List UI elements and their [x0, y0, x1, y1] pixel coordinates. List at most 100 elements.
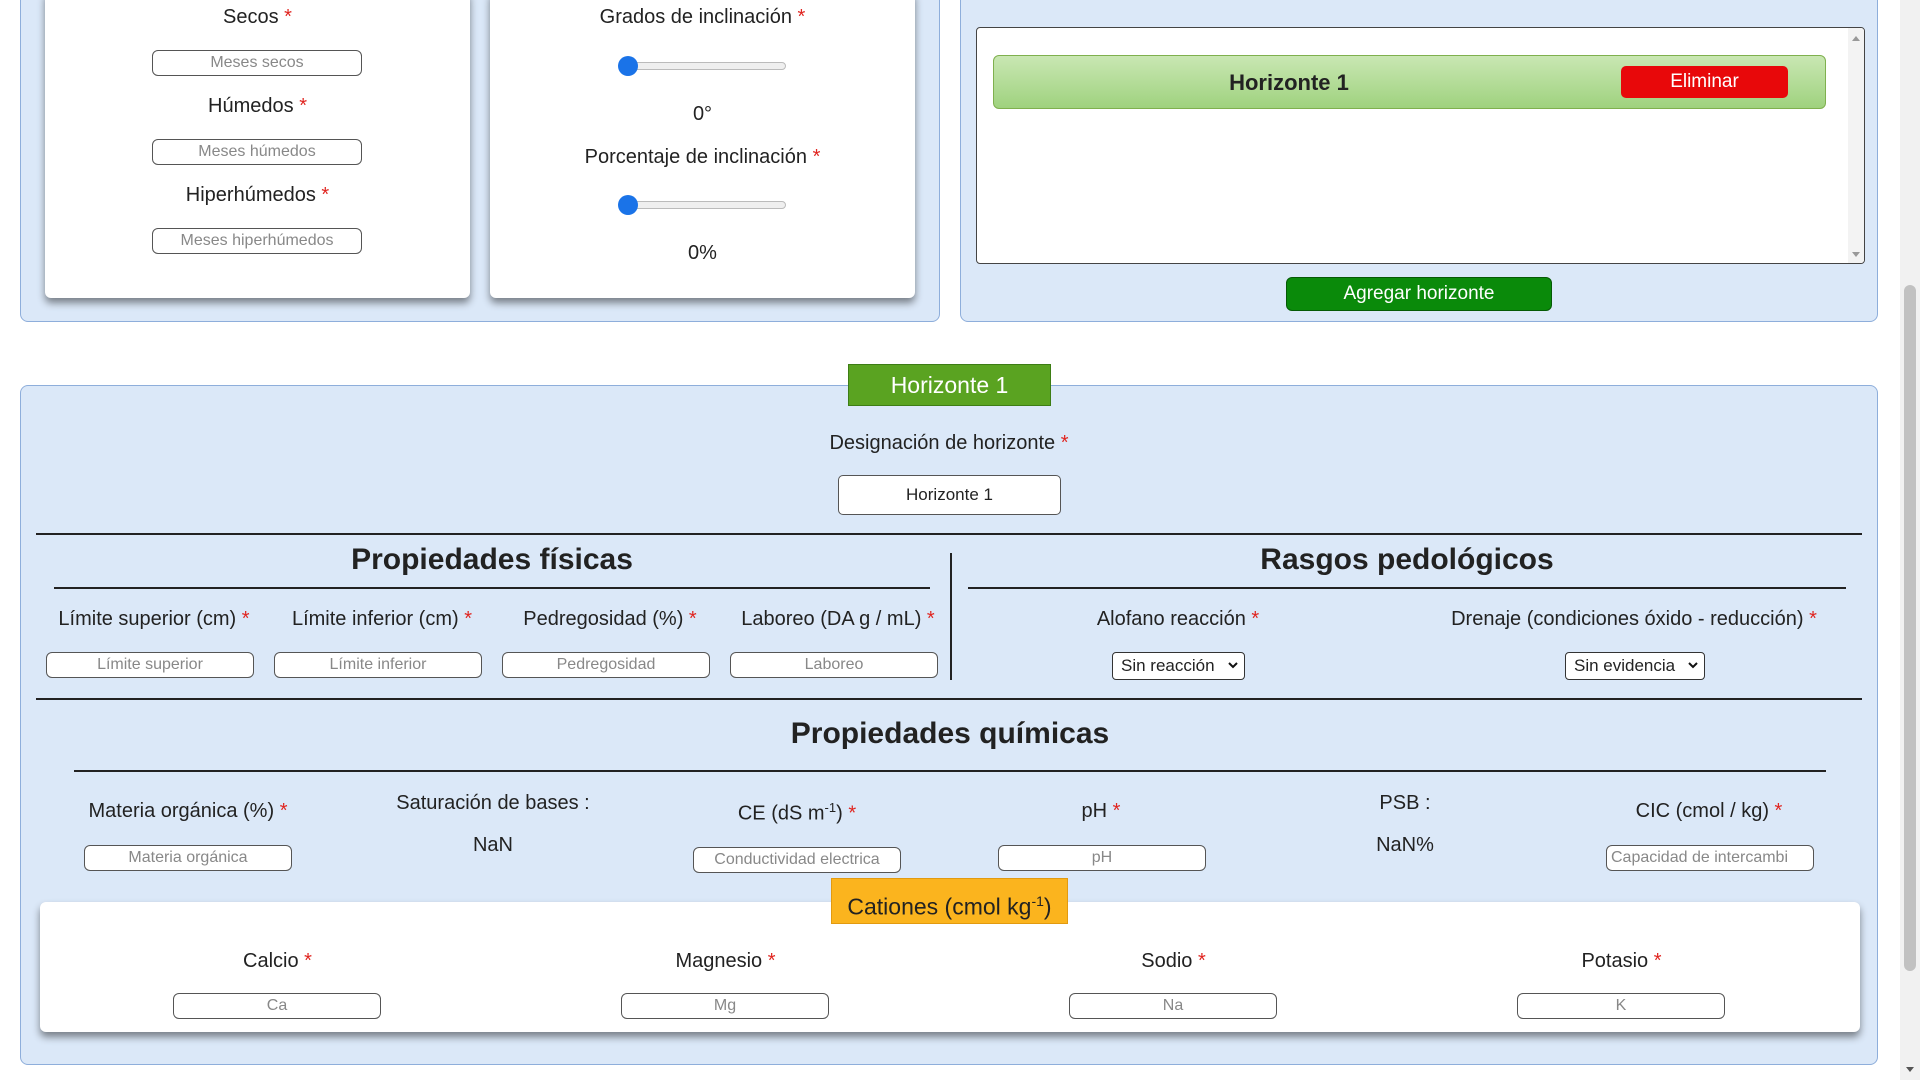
ph-label: pH * — [970, 800, 1232, 823]
sodio-input[interactable] — [1069, 993, 1277, 1019]
humedos-label-text: Húmedos — [208, 95, 294, 117]
cations-title-text: Cationes (cmol kg — [847, 893, 1032, 920]
horizons-list[interactable]: Horizonte 1 Eliminar — [976, 27, 1865, 264]
grados-slider[interactable] — [618, 53, 786, 79]
horizon-item-name: Horizonte 1 — [1229, 70, 1349, 95]
limite-superior-label-text: Límite superior (cm) — [58, 608, 237, 630]
porcentaje-value: 0% — [688, 242, 717, 264]
chevron-down-icon — [1688, 662, 1698, 669]
laboreo-label: Laboreo (DA g / mL) * — [724, 608, 952, 631]
secos-label-text: Secos — [223, 6, 279, 28]
required-mark: * — [241, 608, 250, 630]
physical-title: Propiedades físicas — [351, 543, 633, 576]
horizon-tab-title: Horizonte 1 — [848, 364, 1051, 406]
required-mark: * — [926, 608, 935, 630]
divider — [36, 533, 1862, 535]
sodio-label-text: Sodio — [1141, 950, 1193, 972]
alofano-label-text: Alofano reacción — [1096, 608, 1246, 630]
slider-track — [624, 201, 786, 209]
required-mark: * — [464, 608, 473, 630]
chevron-down-icon — [1228, 662, 1238, 669]
required-mark: * — [321, 184, 330, 206]
porcentaje-slider[interactable] — [618, 192, 786, 218]
calcio-label-text: Calcio — [243, 950, 299, 972]
alofano-select[interactable]: Sin reacción — [1112, 652, 1245, 680]
cic-input[interactable] — [1606, 845, 1814, 871]
vertical-divider — [950, 553, 952, 680]
scroll-down-icon[interactable] — [1848, 247, 1864, 261]
calcio-input[interactable] — [173, 993, 381, 1019]
humedos-label: Húmedos * — [45, 95, 470, 118]
designation-input[interactable] — [838, 475, 1061, 515]
ph-label-text: pH — [1081, 800, 1108, 822]
hiperhumedos-label: Hiperhúmedos * — [45, 184, 470, 207]
slope-card — [490, 0, 915, 298]
drenaje-select-value: Sin evidencia — [1574, 656, 1676, 675]
divider — [36, 698, 1862, 700]
required-mark: * — [1251, 608, 1260, 630]
potasio-input[interactable] — [1517, 993, 1725, 1019]
limite-inferior-label-text: Límite inferior (cm) — [291, 608, 459, 630]
secos-input[interactable] — [152, 50, 362, 76]
required-mark: * — [299, 95, 307, 117]
page-scrollbar[interactable] — [1900, 0, 1920, 1080]
ce-input[interactable] — [693, 847, 901, 873]
scrollbar[interactable] — [1848, 28, 1864, 263]
pedologic-underline — [968, 587, 1846, 589]
cations-title: Cationes (cmol kg-1) — [831, 878, 1068, 924]
pedregosidad-label: Pedregosidad (%) * — [496, 608, 724, 631]
laboreo-input[interactable] — [730, 652, 938, 678]
alofano-label: Alofano reacción * — [968, 608, 1388, 631]
ce-label-text: CE (dS m — [737, 802, 825, 825]
required-mark: * — [1809, 608, 1817, 630]
required-mark: * — [284, 6, 292, 28]
pedregosidad-input[interactable] — [502, 652, 710, 678]
potasio-label: Potasio * — [1384, 950, 1859, 973]
materia-label-text: Materia orgánica (%) — [88, 800, 275, 822]
required-mark: * — [304, 950, 312, 972]
calcio-label: Calcio * — [40, 950, 515, 973]
slider-thumb[interactable] — [618, 195, 638, 215]
delete-button[interactable]: Eliminar — [1621, 66, 1788, 98]
alofano-select-value: Sin reacción — [1121, 656, 1215, 675]
slider-thumb[interactable] — [618, 56, 638, 76]
pedregosidad-label-text: Pedregosidad (%) — [523, 608, 684, 630]
add-horizon-button[interactable]: Agregar horizonte — [1286, 277, 1552, 311]
limite-superior-label: Límite superior (cm) * — [40, 608, 268, 631]
pedologic-title: Rasgos pedológicos — [1260, 543, 1554, 576]
designation-label-text: Designación de horizonte — [829, 432, 1056, 454]
designation-label: Designación de horizonte * — [20, 432, 1878, 455]
psb-value: NaN% — [1376, 834, 1434, 856]
magnesio-label: Magnesio * — [488, 950, 963, 973]
cations-title-close: ) — [1043, 893, 1052, 920]
ce-label-close: ) — [836, 802, 843, 825]
horizon-item[interactable]: Horizonte 1 Eliminar — [993, 55, 1826, 109]
ph-input[interactable] — [998, 845, 1206, 871]
drenaje-select[interactable]: Sin evidencia — [1565, 652, 1705, 680]
materia-input[interactable] — [84, 845, 292, 871]
hiperhumedos-input[interactable] — [152, 228, 362, 254]
grados-label-text: Grados de inclinación — [599, 6, 792, 28]
slider-track — [624, 62, 786, 70]
scroll-up-icon[interactable] — [1848, 32, 1864, 46]
ce-label: CE (dS m-1) * — [666, 800, 928, 826]
required-mark: * — [1112, 800, 1121, 822]
required-mark: * — [1197, 950, 1206, 972]
magnesio-input[interactable] — [621, 993, 829, 1019]
page-scrollbar-thumb[interactable] — [1904, 285, 1916, 971]
cic-label: CIC (cmol / kg) * — [1578, 800, 1840, 823]
saturacion-value: NaN — [472, 834, 513, 856]
grados-value: 0° — [692, 103, 713, 125]
limite-inferior-input[interactable] — [274, 652, 482, 678]
humedos-input[interactable] — [152, 139, 362, 165]
scroll-down-icon[interactable] — [1900, 1062, 1920, 1078]
hiperhumedos-label-text: Hiperhúmedos — [185, 184, 316, 206]
drenaje-label-text: Drenaje (condiciones óxido - reducción) — [1451, 608, 1804, 630]
secos-label: Secos * — [45, 6, 470, 29]
limite-inferior-label: Límite inferior (cm) * — [268, 608, 496, 631]
required-mark: * — [797, 6, 806, 28]
limite-superior-input[interactable] — [46, 652, 254, 678]
grados-label: Grados de inclinación * — [490, 6, 915, 29]
materia-label: Materia orgánica (%) * — [58, 800, 318, 823]
chemical-underline — [74, 770, 1826, 772]
